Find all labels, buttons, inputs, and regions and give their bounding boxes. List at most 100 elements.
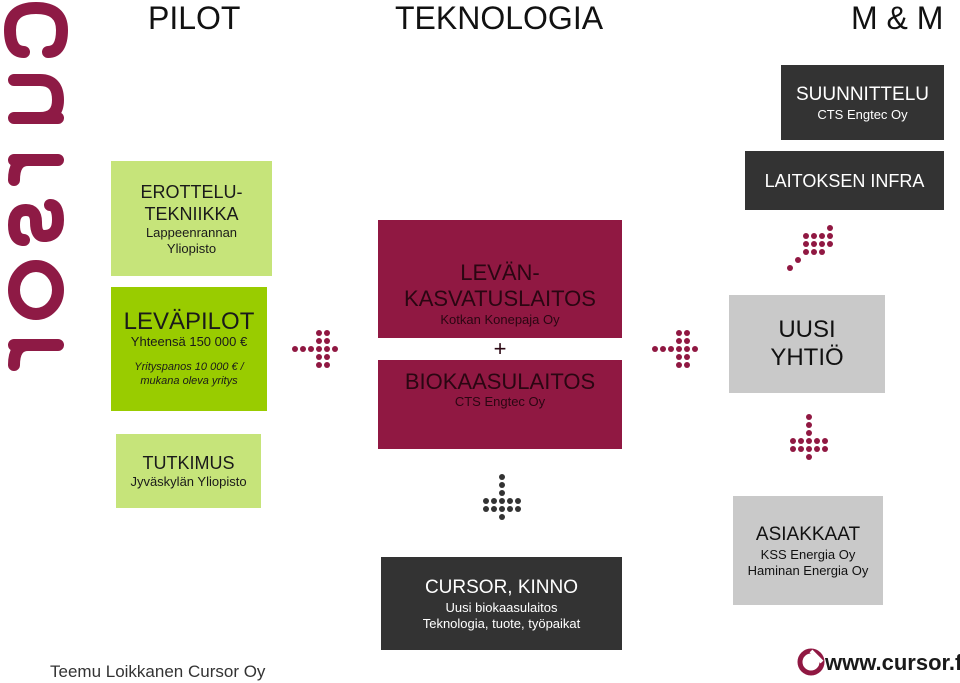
arrow-dot xyxy=(798,446,804,452)
suunnittelu-box: SUUNNITTELU CTS Engtec Oy xyxy=(781,65,944,140)
biokaasulaitos-title: BIOKAASULAITOS xyxy=(404,368,596,394)
asiakkaat-title: ASIAKKAAT xyxy=(755,523,861,545)
arrow-dot xyxy=(814,438,820,444)
arrow-dot xyxy=(292,346,298,352)
arrow-dot xyxy=(316,346,322,352)
arrow-dot xyxy=(483,506,489,512)
arrow-dot xyxy=(790,446,796,452)
dot-arrow-down-icon xyxy=(480,474,524,526)
arrow-dot xyxy=(814,446,820,452)
arrow-dot xyxy=(324,338,330,344)
plus-sign-overlay: + xyxy=(493,336,507,361)
arrow-dot xyxy=(811,241,817,247)
arrow-dot xyxy=(308,346,314,352)
arrow-dot xyxy=(806,414,812,420)
dot-arrow-right-icon xyxy=(652,327,704,371)
arrow-dot xyxy=(684,362,690,368)
arrow-dot xyxy=(316,338,322,344)
uusi-yhtio-title: UUSI YHTIÖ xyxy=(770,316,844,371)
technology-box: LEVÄN- KASVATUSLAITOS Kotkan Konepaja Oy… xyxy=(378,220,622,449)
arrow-dot xyxy=(483,498,489,504)
arrow-dot xyxy=(806,438,812,444)
arrow-dot xyxy=(819,241,825,247)
arrow-dot xyxy=(652,346,658,352)
tutkimus-org: Jyväskylän Yliopisto xyxy=(130,474,247,489)
erottelutekniikka-title: EROTTELU- TEKNIIKKA xyxy=(140,181,243,224)
cursor-kinno-title: CURSOR, KINNO xyxy=(424,576,579,598)
cursor-vertical-logo-icon xyxy=(3,1,69,371)
arrow-dot xyxy=(491,498,497,504)
arrow-dot xyxy=(811,249,817,255)
laitoksen-infra-title: LAITOKSEN INFRA xyxy=(764,170,925,191)
cursor-web-logo-icon xyxy=(796,648,826,676)
arrow-dot xyxy=(803,241,809,247)
dot-arrow-right-icon xyxy=(292,327,344,371)
tutkimus-box: TUTKIMUS Jyväskylän Yliopisto xyxy=(116,434,261,508)
suunnittelu-title: SUUNNITTELU xyxy=(795,83,929,105)
arrow-dot xyxy=(499,506,505,512)
levapilot-title: LEVÄPILOT xyxy=(123,308,255,335)
erottelutekniikka-box: EROTTELU- TEKNIIKKA Lappeenrannan Yliopi… xyxy=(111,161,272,276)
arrow-dot xyxy=(676,338,682,344)
arrow-dot xyxy=(684,330,690,336)
laitoksen-infra-box: LAITOKSEN INFRA xyxy=(745,151,944,210)
arrow-dot xyxy=(499,490,505,496)
footer-author: Teemu Loikkanen Cursor Oy xyxy=(50,662,266,681)
arrow-dot xyxy=(660,346,666,352)
arrow-dot xyxy=(676,346,682,352)
uusi-yhtio-box: UUSI YHTIÖ xyxy=(729,295,885,393)
arrow-dot xyxy=(499,474,505,480)
cursor-kinno-line1: Uusi biokaasulaitos xyxy=(445,599,558,615)
header-mm: M & M xyxy=(851,0,944,36)
arrow-dot xyxy=(324,354,330,360)
cursor-kinno-box: CURSOR, KINNO Uusi biokaasulaitos Teknol… xyxy=(381,557,622,650)
arrow-dot xyxy=(684,354,690,360)
arrow-dot xyxy=(803,249,809,255)
arrow-dot xyxy=(827,233,833,239)
header-pilot: PILOT xyxy=(148,0,241,36)
dot-arrow-diagonal-icon xyxy=(787,225,839,277)
arrow-dot xyxy=(803,233,809,239)
arrow-dot xyxy=(795,257,801,263)
suunnittelu-org: CTS Engtec Oy xyxy=(817,106,908,122)
arrow-dot xyxy=(499,482,505,488)
arrow-dot xyxy=(324,330,330,336)
arrow-dot xyxy=(300,346,306,352)
arrow-dot xyxy=(811,233,817,239)
arrow-dot xyxy=(822,446,828,452)
tutkimus-title: TUTKIMUS xyxy=(142,453,235,473)
levapilot-box: LEVÄPILOT Yhteensä 150 000 € Yrityspanos… xyxy=(111,287,267,411)
arrow-dot xyxy=(806,430,812,436)
levapilot-note: Yrityspanos 10 000 € / mukana oleva yrit… xyxy=(134,361,244,387)
footer-website: www.cursor.fi xyxy=(825,650,960,675)
arrow-dot xyxy=(806,422,812,428)
arrow-dot xyxy=(684,338,690,344)
arrow-dot xyxy=(668,346,674,352)
cursor-kinno-line2: Teknologia, tuote, työpaikat xyxy=(422,615,581,631)
arrow-dot xyxy=(822,438,828,444)
arrow-dot xyxy=(790,438,796,444)
arrow-dot xyxy=(827,225,833,231)
arrow-dot xyxy=(316,330,322,336)
arrow-dot xyxy=(324,362,330,368)
arrow-dot xyxy=(806,446,812,452)
biokaasulaitos-org: CTS Engtec Oy xyxy=(454,393,546,409)
arrow-dot xyxy=(491,506,497,512)
arrow-dot xyxy=(507,506,513,512)
asiakkaat-org2: Haminan Energia Oy xyxy=(747,562,869,578)
arrow-dot xyxy=(316,362,322,368)
arrow-dot xyxy=(819,233,825,239)
arrow-dot xyxy=(692,346,698,352)
arrow-dot xyxy=(787,265,793,271)
levapilot-total: Yhteensä 150 000 € xyxy=(130,334,248,349)
arrow-dot xyxy=(515,506,521,512)
arrow-dot xyxy=(316,354,322,360)
arrow-dot xyxy=(827,241,833,247)
arrow-dot xyxy=(324,346,330,352)
arrow-dot xyxy=(499,498,505,504)
arrow-dot xyxy=(806,454,812,460)
asiakkaat-box: ASIAKKAAT KSS Energia Oy Haminan Energia… xyxy=(733,496,883,605)
erottelutekniikka-org: Lappeenrannan Yliopisto xyxy=(145,224,238,256)
levankasvatuslaitos-title: LEVÄN- KASVATUSLAITOS xyxy=(404,259,596,311)
arrow-dot xyxy=(684,346,690,352)
